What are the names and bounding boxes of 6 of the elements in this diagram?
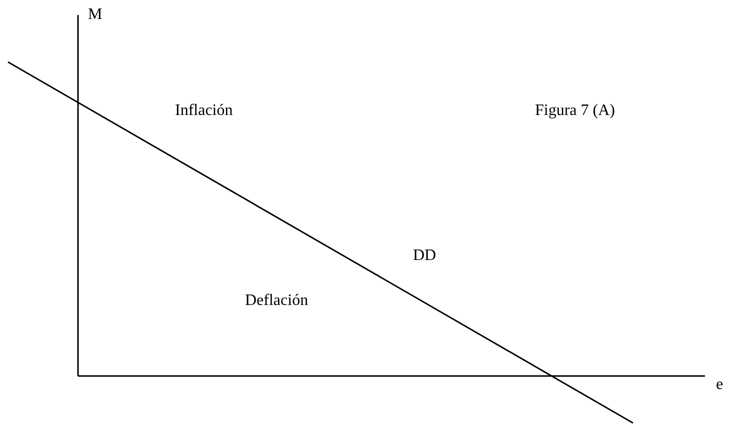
region-label: Deflación xyxy=(245,293,308,309)
figure-label: Figura 7 (A) xyxy=(535,103,615,119)
axis-label: e xyxy=(716,377,724,393)
region-label: Inflación xyxy=(175,103,233,119)
curve-label: DD xyxy=(413,248,436,264)
axis-label: M xyxy=(88,7,102,23)
